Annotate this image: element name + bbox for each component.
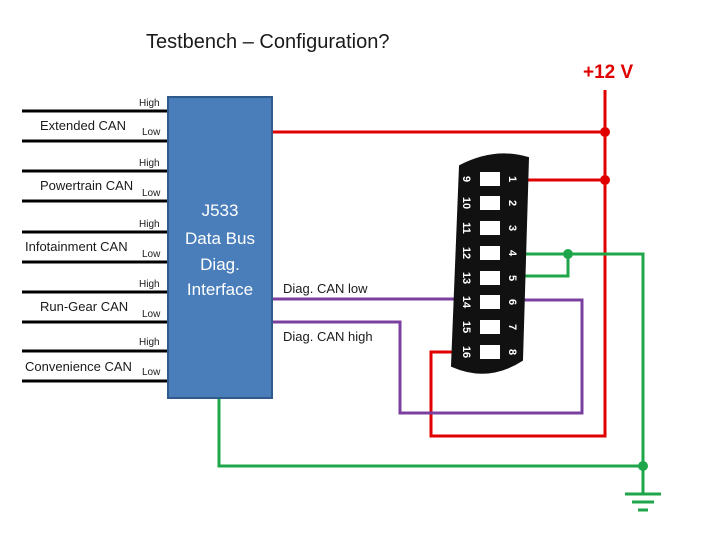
pin-label: 16	[460, 346, 472, 358]
junction-dot	[600, 127, 610, 137]
bus-high-label: High	[139, 219, 160, 230]
pin-slot	[480, 320, 500, 334]
diag-can-wires	[272, 297, 584, 415]
junction-dot	[638, 461, 648, 471]
pin-label: 6	[506, 299, 518, 305]
pin-label: 13	[460, 272, 472, 284]
connector-pin-slots	[480, 172, 500, 359]
pin-label: 2	[506, 200, 518, 206]
can-bus-lines	[22, 109, 168, 383]
bus-low-label: Low	[142, 127, 161, 138]
pin-label: 10	[460, 197, 472, 209]
pin-label: 3	[506, 225, 518, 231]
power-wire-main	[429, 90, 607, 438]
junction-dot	[563, 249, 573, 259]
pin-slot	[480, 172, 500, 186]
ground-wire-pins	[524, 252, 570, 278]
bus-low-label: Low	[142, 309, 161, 320]
bus-high-label: High	[139, 279, 160, 290]
pin-label: 14	[460, 296, 472, 309]
pin-slot	[480, 221, 500, 235]
power-wires	[272, 90, 610, 438]
pin-slot	[480, 196, 500, 210]
pin-label: 8	[506, 349, 518, 355]
bus-high-label: High	[139, 337, 160, 348]
diag-can-high-label: Diag. CAN high	[283, 329, 373, 344]
pin-label: 5	[506, 275, 518, 281]
pin-label: 9	[460, 176, 472, 182]
pin-label: 15	[460, 321, 472, 333]
bus-low-label: Low	[142, 367, 161, 378]
ground-symbol-icon	[625, 492, 661, 512]
pin-slot	[480, 271, 500, 285]
diag-can-high-wire	[272, 298, 584, 415]
bus-low-label: Low	[142, 188, 161, 199]
bus-name-extended: Extended CAN	[40, 118, 126, 133]
pin-label: 11	[460, 222, 472, 234]
ground-wires	[217, 249, 648, 494]
gateway-label-line: J533	[202, 201, 239, 220]
bus-name-powertrain: Powertrain CAN	[40, 178, 133, 193]
gateway-box	[167, 96, 273, 399]
gateway-label-line: Diag.	[200, 255, 240, 274]
gateway-label-line: Interface	[187, 280, 253, 299]
obd-connector: 9 10 11 12 13 14 15 16 1 2 3 4 5 6 7 8	[450, 153, 530, 374]
j533-gateway: J533 Data Bus Diag. Interface	[167, 96, 273, 399]
pin-label: 4	[506, 250, 518, 257]
connector-left-pins: 9 10 11 12 13 14 15 16	[460, 176, 472, 358]
pin-slot	[480, 345, 500, 359]
connector-body	[450, 153, 530, 374]
pin-slot	[480, 246, 500, 260]
pin-label: 1	[506, 176, 518, 182]
bus-name-convenience: Convenience CAN	[25, 359, 132, 374]
bus-name-rungear: Run-Gear CAN	[40, 299, 128, 314]
bus-name-infotainment: Infotainment CAN	[25, 239, 128, 254]
gateway-label-line: Data Bus	[185, 229, 255, 248]
bus-high-label: High	[139, 98, 160, 109]
diag-can-low-label: Diag. CAN low	[283, 281, 368, 296]
pin-label: 7	[506, 324, 518, 330]
supply-voltage-label: +12 V	[583, 62, 634, 83]
connector-right-pins: 1 2 3 4 5 6 7 8	[506, 176, 518, 355]
pin-label: 12	[460, 247, 472, 259]
bus-high-label: High	[139, 158, 160, 169]
diagram-title: Testbench – Configuration?	[146, 31, 390, 53]
junction-dot	[600, 175, 610, 185]
bus-low-label: Low	[142, 249, 161, 260]
pin-slot	[480, 295, 500, 309]
